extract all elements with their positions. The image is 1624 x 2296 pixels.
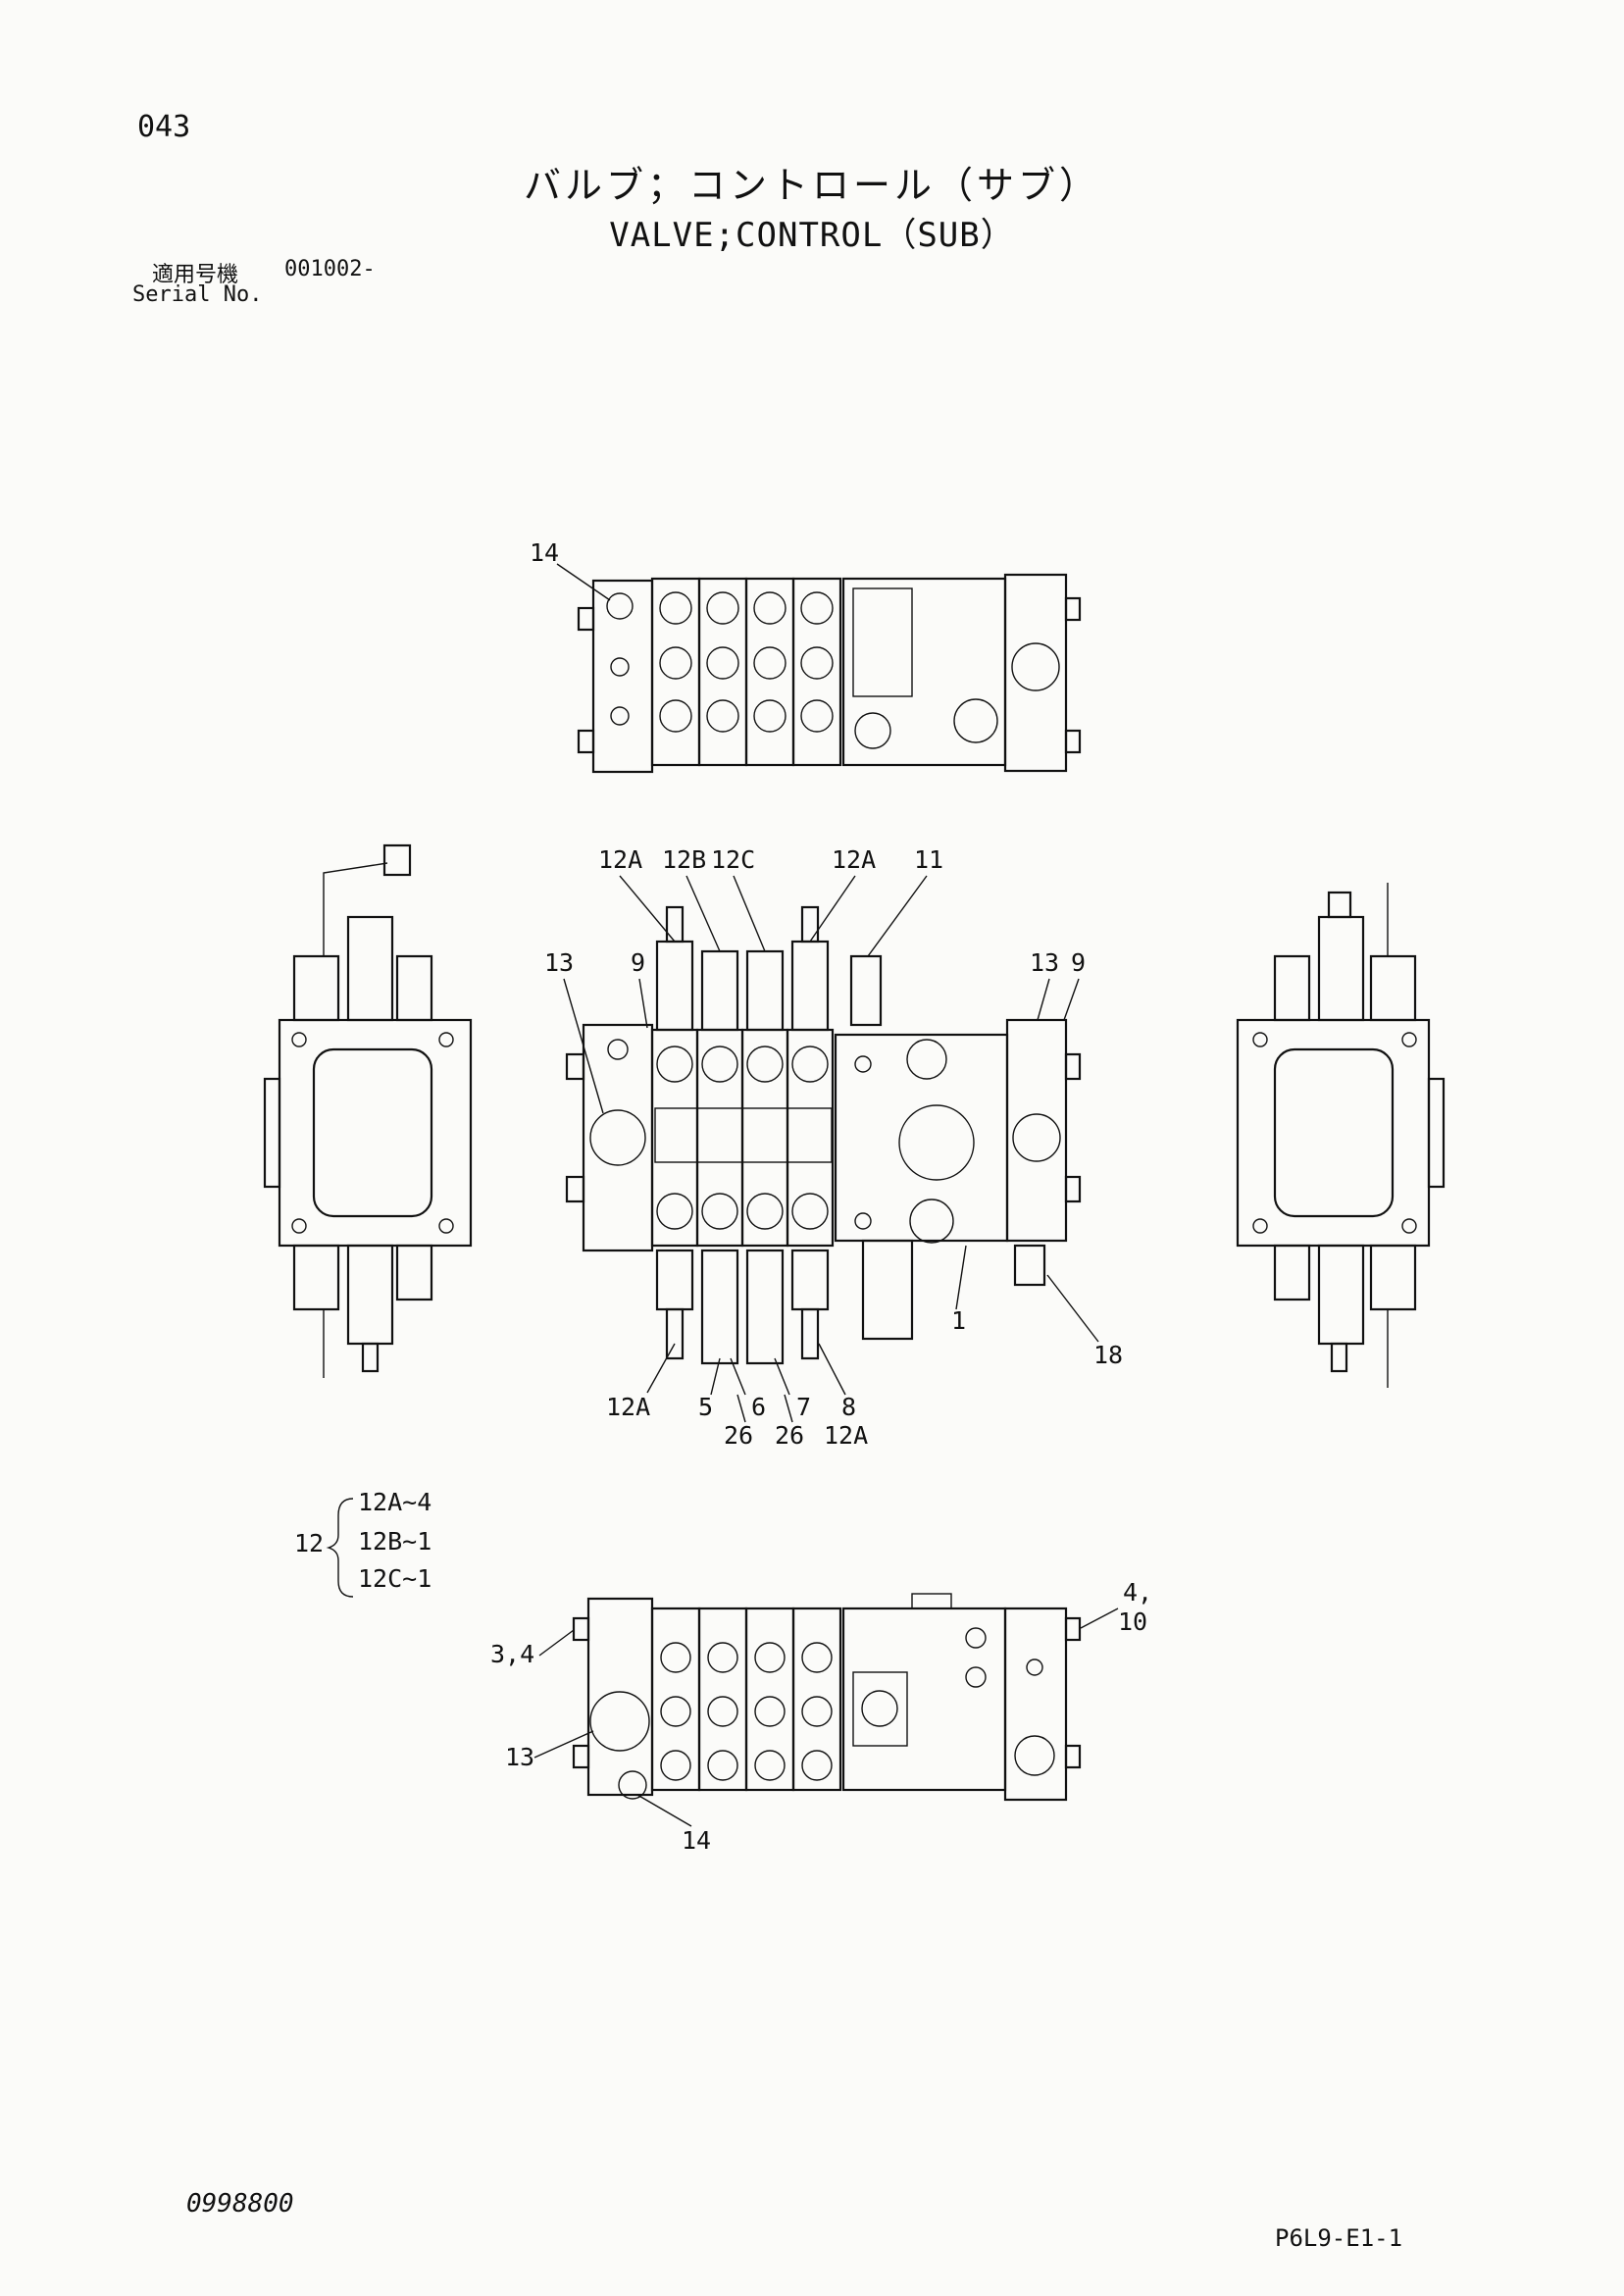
callout-12a-top-left: 12A [598, 845, 642, 874]
bottom-view-assembly [572, 1593, 1082, 1802]
callout-3-4: 3,4 [490, 1640, 534, 1668]
serial-label-english: Serial No. [132, 282, 263, 307]
legend-item-12a: 12A~4 [358, 1488, 431, 1516]
callout-10: 10 [1118, 1607, 1147, 1636]
callout-26-left: 26 [724, 1421, 753, 1450]
left-side-view-assembly [263, 843, 473, 1378]
callout-5: 5 [698, 1393, 713, 1421]
serial-number-value: 001002- [284, 257, 376, 281]
callout-12c-top: 12C [711, 845, 755, 874]
document-code: 0998800 [186, 2189, 294, 2219]
callout-8: 8 [841, 1393, 856, 1421]
callout-1: 1 [951, 1306, 966, 1335]
callout-12a-bottom-left: 12A [606, 1393, 650, 1421]
legend-brace [326, 1498, 354, 1598]
callout-7: 7 [796, 1393, 811, 1421]
top-view-assembly [577, 573, 1082, 774]
callout-6: 6 [751, 1393, 766, 1421]
legend-item-12b: 12B~1 [358, 1527, 431, 1556]
callout-18: 18 [1093, 1341, 1123, 1369]
page-code: P6L9-E1-1 [1275, 2224, 1403, 2252]
serial-label-japanese: 適用号機 [152, 263, 239, 287]
callout-4: 4, [1123, 1578, 1152, 1607]
callout-14-bottom: 14 [682, 1826, 711, 1855]
callout-11: 11 [914, 845, 943, 874]
legend-group-12: 12 12A~4 12B~1 12C~1 [294, 1488, 431, 1598]
legend-group-label: 12 [294, 1529, 324, 1557]
callout-9-left: 9 [631, 948, 645, 977]
callout-12a-top-right: 12A [832, 845, 876, 874]
callout-9-right: 9 [1071, 948, 1086, 977]
title-english: VALVE;CONTROL（SUB） [609, 216, 1015, 255]
callout-26-right: 26 [775, 1421, 804, 1450]
callout-14-top: 14 [530, 538, 559, 567]
callout-12a-bottom-right: 12A [824, 1421, 868, 1450]
callout-13-left: 13 [544, 948, 574, 977]
callout-13-bottom: 13 [505, 1743, 534, 1771]
title-japanese: バルブ；コントロール（サブ） [523, 164, 1100, 207]
callout-13-right: 13 [1030, 948, 1059, 977]
legend-item-12c: 12C~1 [358, 1564, 431, 1593]
callout-12b-top: 12B [662, 845, 706, 874]
right-side-view-assembly [1236, 883, 1446, 1388]
page-number: 043 [137, 110, 191, 144]
